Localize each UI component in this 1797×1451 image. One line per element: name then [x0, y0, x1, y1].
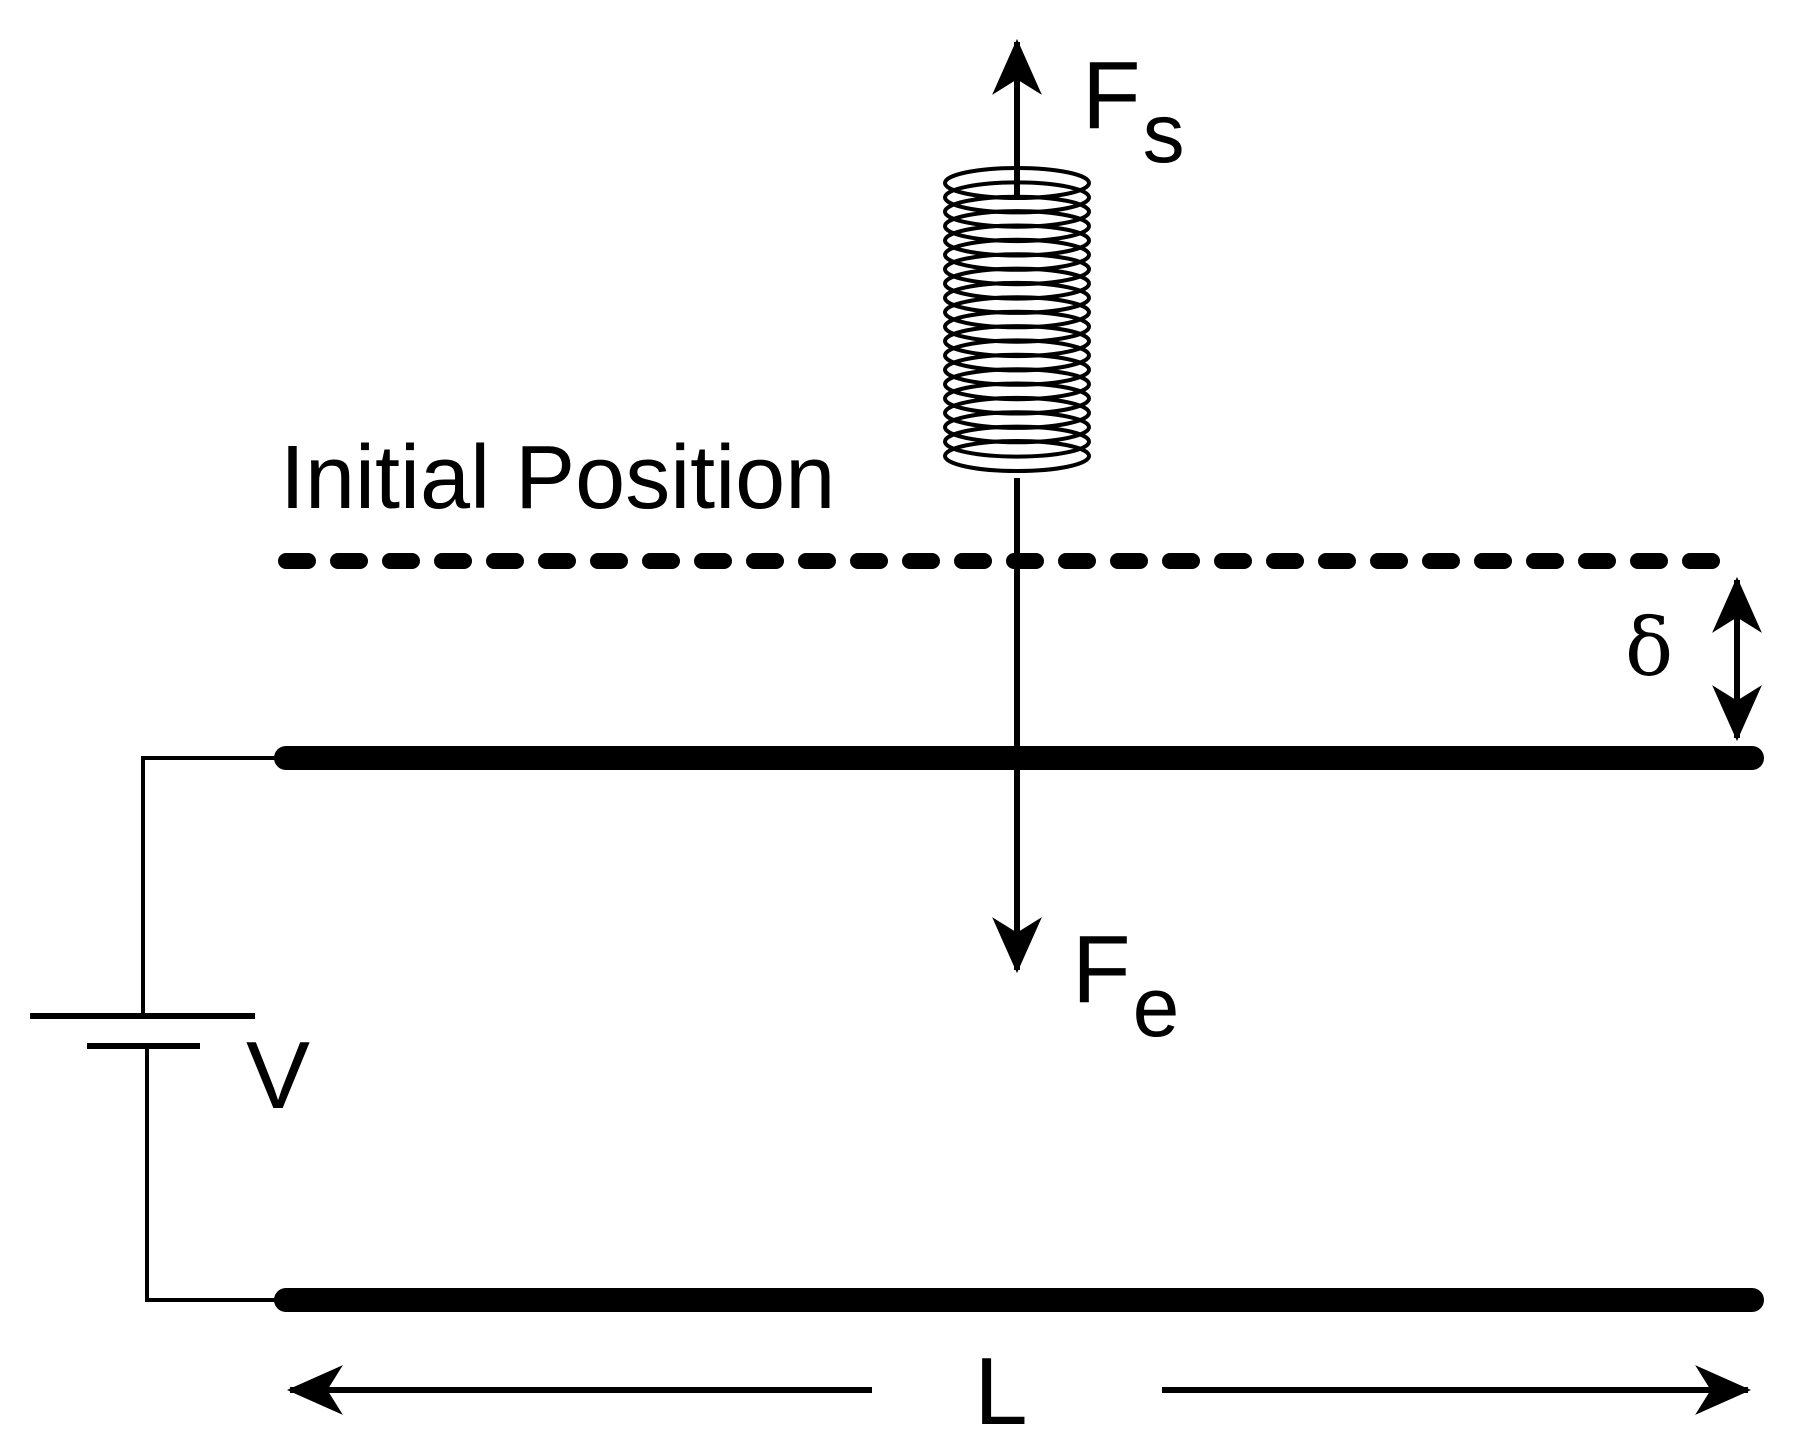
electrostatic-force-label: Fe	[1072, 916, 1179, 1054]
spring-coil-turn	[943, 439, 1091, 473]
spring-force-label: Fs	[1082, 42, 1185, 180]
displacement-label: δ	[1625, 601, 1673, 694]
length-label: L	[974, 1338, 1027, 1445]
spring-coil-turn	[943, 424, 1091, 459]
voltage-source-circuit	[30, 756, 286, 1302]
voltage-label: V	[246, 1022, 310, 1129]
initial-position-label: Initial Position	[280, 428, 835, 528]
spring-coil	[943, 166, 1091, 473]
